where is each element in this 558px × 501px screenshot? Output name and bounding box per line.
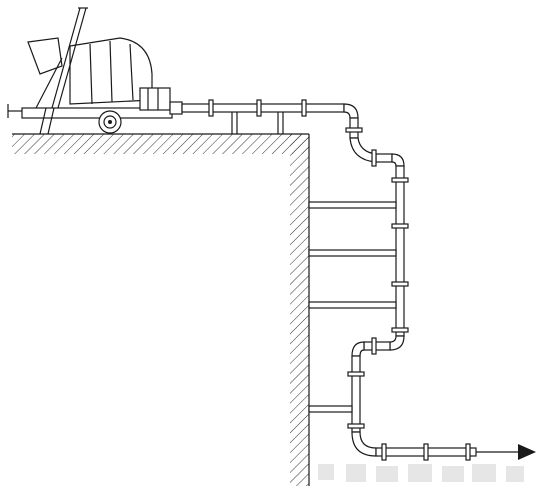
pipe-elbow-4 bbox=[351, 431, 377, 457]
pipe-segment-vertical bbox=[395, 165, 405, 337]
pit-wall bbox=[290, 134, 310, 486]
flow-arrow-icon bbox=[476, 444, 536, 460]
ground-hatching bbox=[12, 134, 309, 154]
wall-hatching bbox=[290, 134, 309, 486]
pipe-couplings bbox=[208, 99, 471, 461]
lift-mast bbox=[51, 7, 81, 109]
hopper bbox=[27, 37, 63, 75]
wall-brackets bbox=[308, 201, 397, 413]
pipe-segment-top bbox=[181, 103, 345, 113]
ground-surface bbox=[12, 133, 309, 154]
ground-supports bbox=[231, 112, 284, 134]
concrete-mixer-pump-icon bbox=[7, 7, 183, 135]
pipe-elbow-1 bbox=[343, 103, 359, 119]
pipe-segment-lower bbox=[351, 355, 361, 433]
pump-cylinder bbox=[139, 87, 171, 111]
watermark bbox=[318, 464, 524, 482]
pipeline bbox=[181, 103, 477, 457]
pipe-elbow-3 bbox=[389, 335, 405, 351]
